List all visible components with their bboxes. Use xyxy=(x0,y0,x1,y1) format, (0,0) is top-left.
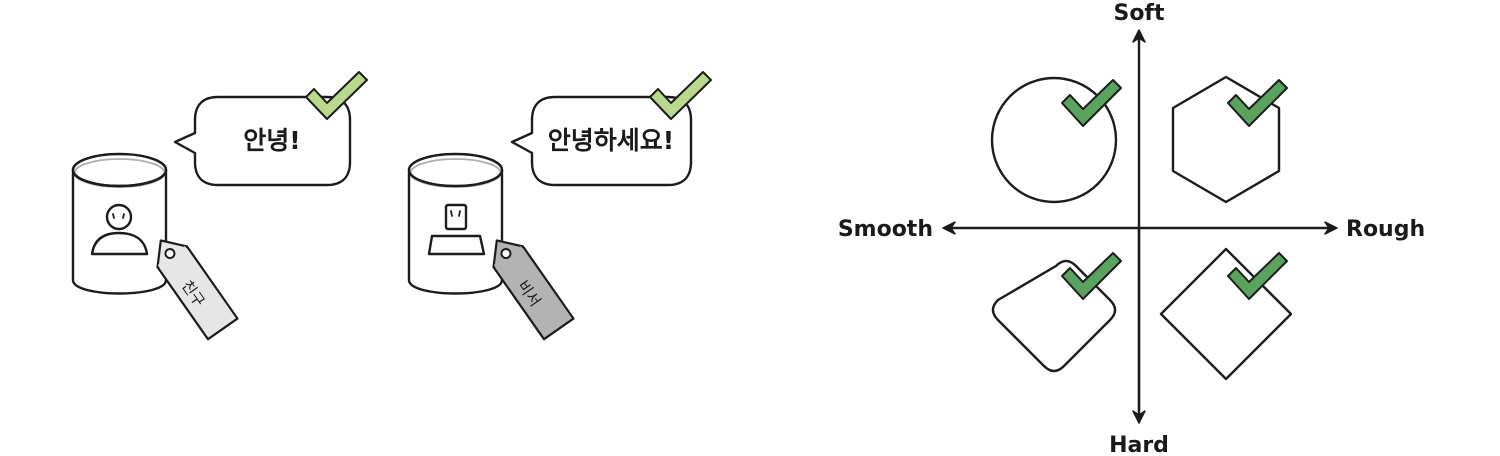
diamond-check-icon xyxy=(1227,252,1288,300)
secretary-person-icon xyxy=(427,203,486,256)
friend-jar xyxy=(71,152,168,295)
secretary-check-icon xyxy=(649,71,712,120)
friend-check-icon xyxy=(305,71,368,120)
axis-label-left: Smooth xyxy=(838,217,933,242)
hexagon-check-icon xyxy=(1227,79,1288,127)
secretary-tag: 비서 xyxy=(492,239,575,341)
hard-smooth-rounded-diamond xyxy=(991,252,1122,373)
soft-rough-hexagon xyxy=(1171,75,1288,204)
axis-label-top: Soft xyxy=(1113,1,1165,26)
secretary-speech-bubble: 안녕하세요! xyxy=(510,95,693,187)
hard-rough-diamond xyxy=(1159,247,1293,381)
friend-character: 친구 안녕! xyxy=(71,71,368,341)
friend-person-icon xyxy=(90,203,149,256)
quadrant-diagram: Soft Hard Smooth Rough xyxy=(838,1,1425,456)
secretary-character: 비서 안녕하세요! xyxy=(407,71,712,341)
secretary-speech-text: 안녕하세요! xyxy=(548,126,674,155)
axis-label-bottom: Hard xyxy=(1109,433,1169,456)
circle-check-icon xyxy=(1061,79,1122,127)
friend-speech-bubble: 안녕! xyxy=(173,95,352,187)
axis-label-right: Rough xyxy=(1346,217,1425,242)
soft-smooth-circle xyxy=(990,76,1122,204)
friend-tag: 친구 xyxy=(156,239,239,341)
rounded-diamond-check-icon xyxy=(1061,252,1122,300)
secretary-jar xyxy=(407,152,504,295)
friend-speech-text: 안녕! xyxy=(243,126,300,155)
